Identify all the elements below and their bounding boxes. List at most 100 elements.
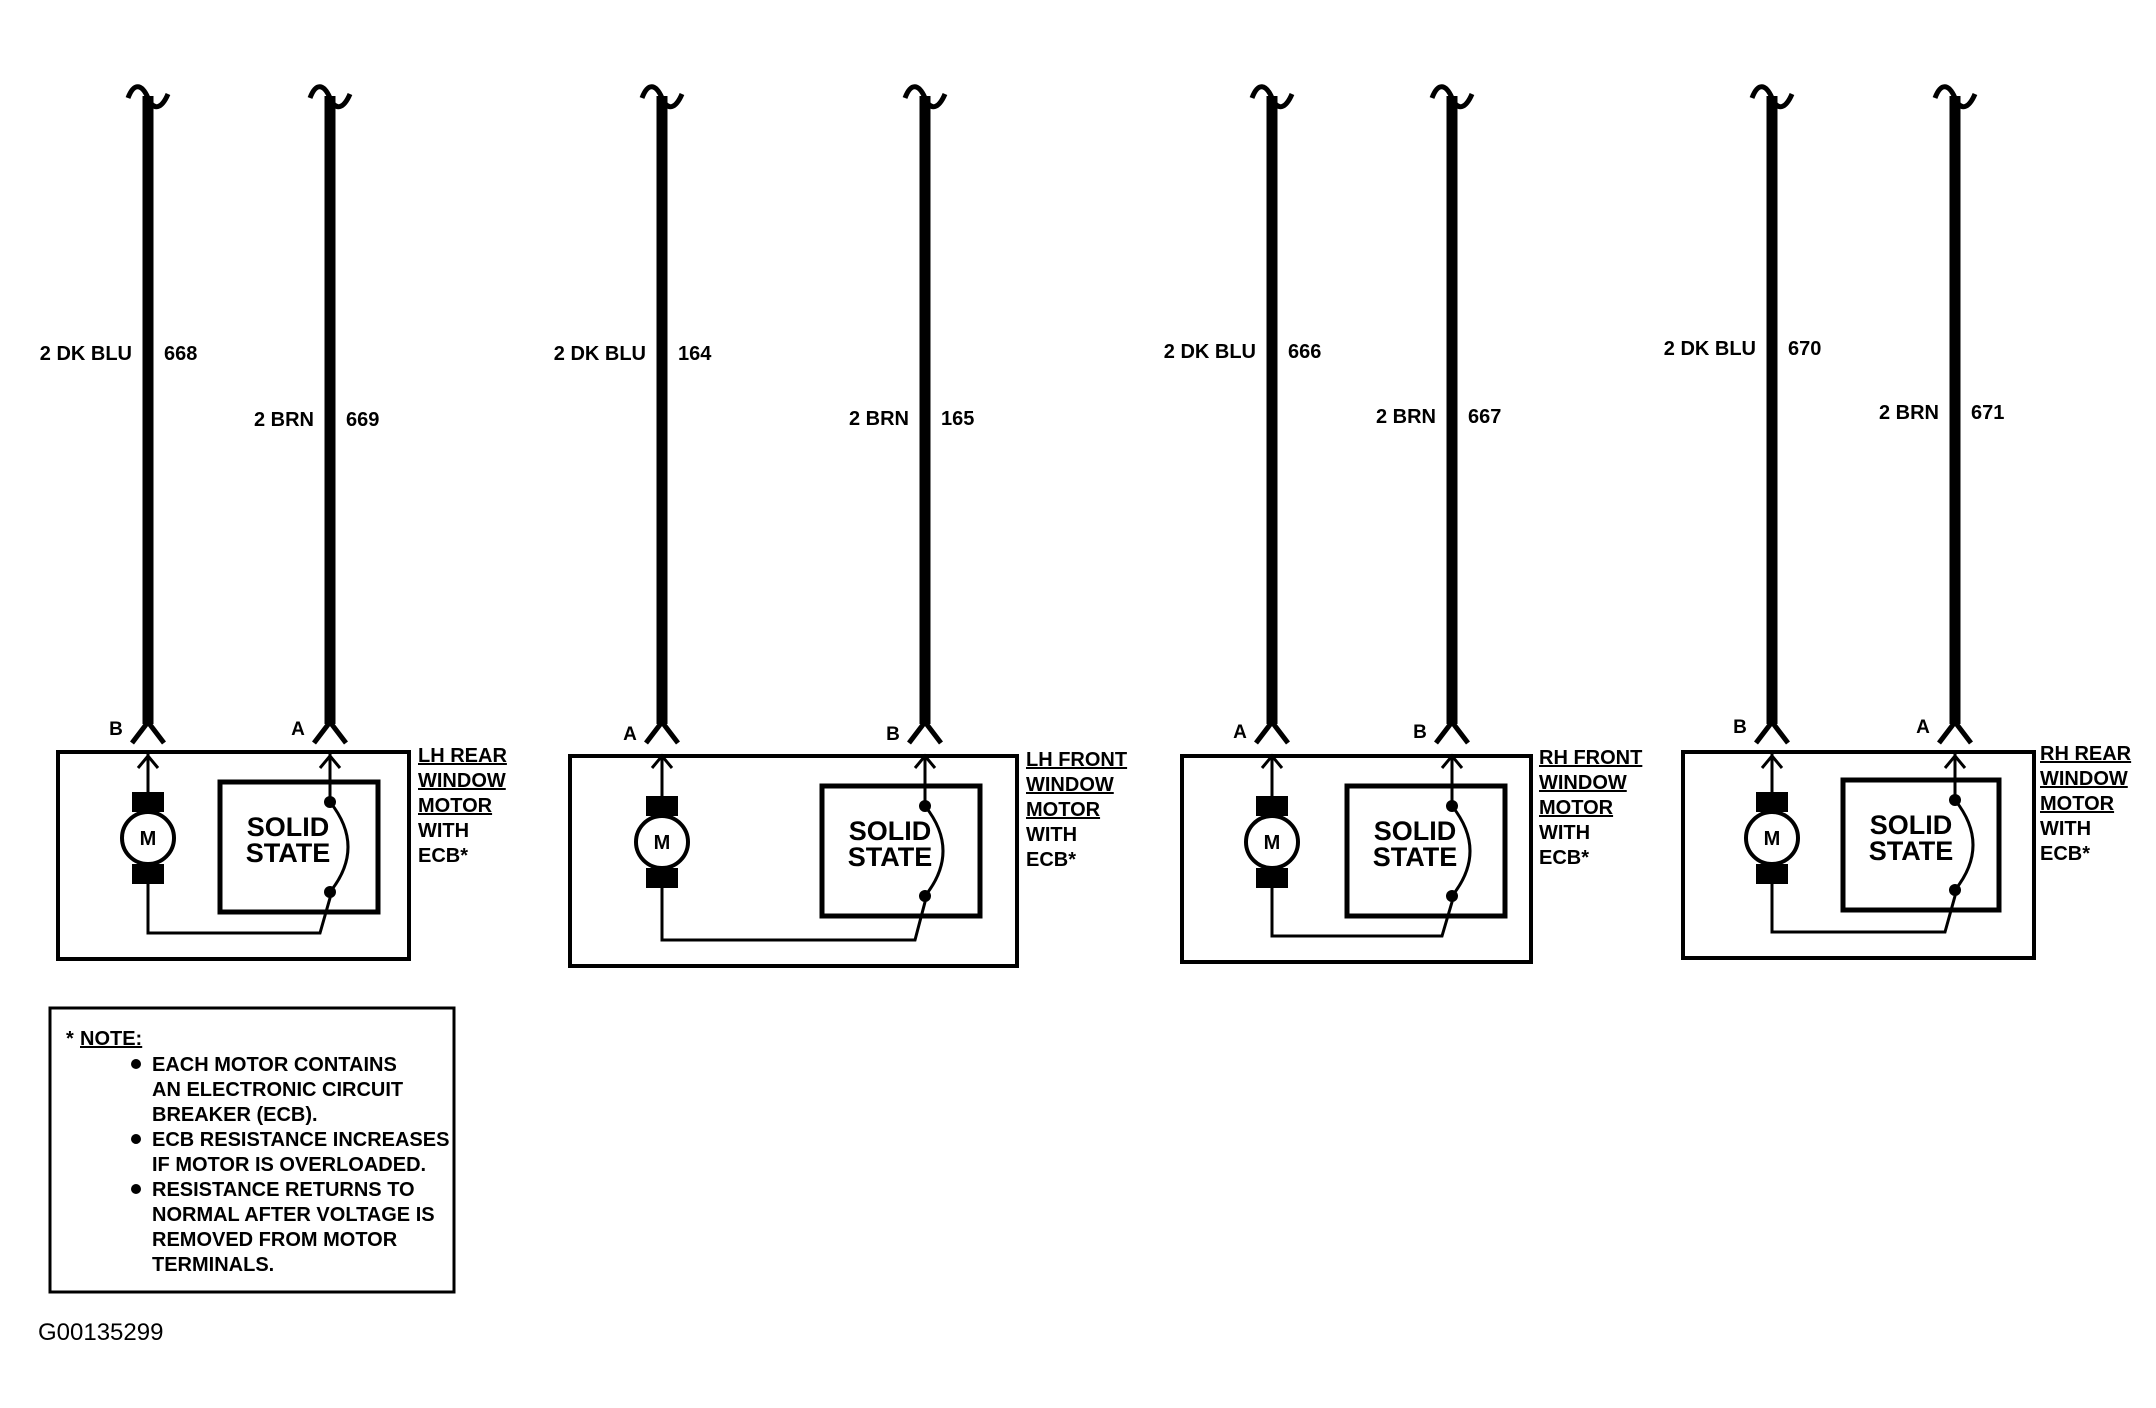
wire-color-label: 2 DK BLU: [40, 343, 132, 365]
component-name-line: RH REAR: [2040, 743, 2132, 765]
component-box: [56, 750, 411, 961]
connector-fork-icon: [312, 717, 348, 745]
pin-letter: A: [1233, 722, 1247, 743]
motor-brush-top: [1756, 792, 1788, 812]
motor-brush-bottom: [1256, 868, 1288, 888]
note-title: NOTE:: [80, 1028, 142, 1050]
note-line: NORMAL AFTER VOLTAGE IS: [152, 1204, 435, 1226]
pin-letter: B: [109, 719, 123, 740]
component-name-line: WINDOW: [2040, 768, 2128, 790]
solid-state-box: [1840, 777, 2002, 913]
circuit-number: 669: [346, 409, 379, 431]
solid-state-label: SOLID: [1374, 816, 1457, 846]
pin-letter: B: [1413, 722, 1427, 743]
pin-letter: A: [291, 719, 305, 740]
motor-brush-top: [646, 796, 678, 816]
motor-symbol: M: [1264, 832, 1281, 854]
note-line: RESISTANCE RETURNS TO: [152, 1179, 415, 1201]
circuit-number: 164: [678, 343, 712, 365]
component-name-line: MOTOR: [2040, 793, 2115, 815]
breaker-arc: [923, 805, 945, 897]
return-wire: [1270, 888, 1454, 938]
note-line: EACH MOTOR CONTAINS: [152, 1054, 397, 1076]
component-detail-line: ECB*: [418, 845, 468, 867]
pin-letter: A: [1916, 717, 1930, 738]
circuit-number: 666: [1288, 341, 1321, 363]
wire-color-label: 2 BRN: [849, 408, 909, 430]
circuit-number: 165: [941, 408, 974, 430]
component-name-line: WINDOW: [418, 770, 506, 792]
return-wire: [660, 888, 927, 942]
component-name-line: LH FRONT: [1026, 749, 1127, 771]
component-name-line: RH FRONT: [1539, 747, 1642, 769]
pin-letter: B: [886, 724, 900, 745]
circuit-number: 668: [164, 343, 197, 365]
circuit-number: 667: [1468, 406, 1501, 428]
note-line: REMOVED FROM MOTOR: [152, 1229, 398, 1251]
solid-state-label: STATE: [1373, 842, 1458, 872]
component-detail-line: WITH: [2040, 818, 2091, 840]
component-name-line: WINDOW: [1026, 774, 1114, 796]
motor-brush-top: [1256, 796, 1288, 816]
component-name-line: LH REAR: [418, 745, 507, 767]
solid-state-label: SOLID: [247, 812, 330, 842]
component-box: [568, 754, 1019, 968]
component-name-line: MOTOR: [1539, 797, 1614, 819]
solid-state-label: SOLID: [1870, 810, 1953, 840]
motor-brush-top: [132, 792, 164, 812]
solid-state-label: SOLID: [849, 816, 932, 846]
bullet-icon: [131, 1134, 141, 1144]
motor-symbol: M: [654, 832, 671, 854]
connector-fork-icon: [1754, 717, 1790, 745]
component-detail-line: WITH: [1026, 824, 1077, 846]
note-asterisk: *: [66, 1028, 74, 1050]
motor-brush-bottom: [646, 868, 678, 888]
breaker-arc: [1953, 799, 1975, 891]
component-detail-line: ECB*: [1026, 849, 1076, 871]
note-line: TERMINALS.: [152, 1254, 274, 1276]
return-wire: [146, 884, 332, 935]
component-detail-line: ECB*: [2040, 843, 2090, 865]
wire-color-label: 2 DK BLU: [1164, 341, 1256, 363]
connector-fork-icon: [907, 717, 943, 745]
pin-letter: A: [623, 724, 637, 745]
solid-state-box: [819, 783, 983, 919]
connector-fork-icon: [1254, 717, 1290, 745]
connector-fork-icon: [1937, 717, 1973, 745]
solid-state-label: STATE: [246, 838, 331, 868]
bullet-icon: [131, 1059, 141, 1069]
solid-state-label: STATE: [1869, 836, 1954, 866]
breaker-arc: [328, 801, 350, 893]
component-box: [1681, 750, 2036, 960]
return-wire: [1770, 884, 1957, 934]
circuit-number: 671: [1971, 402, 2004, 424]
motor-brush-bottom: [1756, 864, 1788, 884]
wire-color-label: 2 BRN: [254, 409, 314, 431]
component-name-line: MOTOR: [418, 795, 493, 817]
note-line: AN ELECTRONIC CIRCUIT: [152, 1079, 403, 1101]
connector-fork-icon: [130, 717, 166, 745]
pin-letter: B: [1733, 717, 1747, 738]
component-name-line: WINDOW: [1539, 772, 1627, 794]
motor-brush-bottom: [132, 864, 164, 884]
wire-color-label: 2 BRN: [1879, 402, 1939, 424]
connector-fork-icon: [1434, 717, 1470, 745]
note-border: [48, 1006, 456, 1294]
breaker-arc: [1450, 805, 1472, 897]
note-line: BREAKER (ECB).: [152, 1104, 318, 1126]
figure-id: G00135299: [38, 1319, 163, 1346]
component-detail-line: ECB*: [1539, 847, 1589, 869]
solid-state-label: STATE: [848, 842, 933, 872]
component-detail-line: WITH: [1539, 822, 1590, 844]
connector-fork-icon: [644, 717, 680, 745]
wire-color-label: 2 DK BLU: [1664, 338, 1756, 360]
component-name-line: MOTOR: [1026, 799, 1101, 821]
wire-color-label: 2 DK BLU: [554, 343, 646, 365]
motor-symbol: M: [1764, 828, 1781, 850]
note-line: ECB RESISTANCE INCREASES: [152, 1129, 449, 1151]
circuit-number: 670: [1788, 338, 1821, 360]
